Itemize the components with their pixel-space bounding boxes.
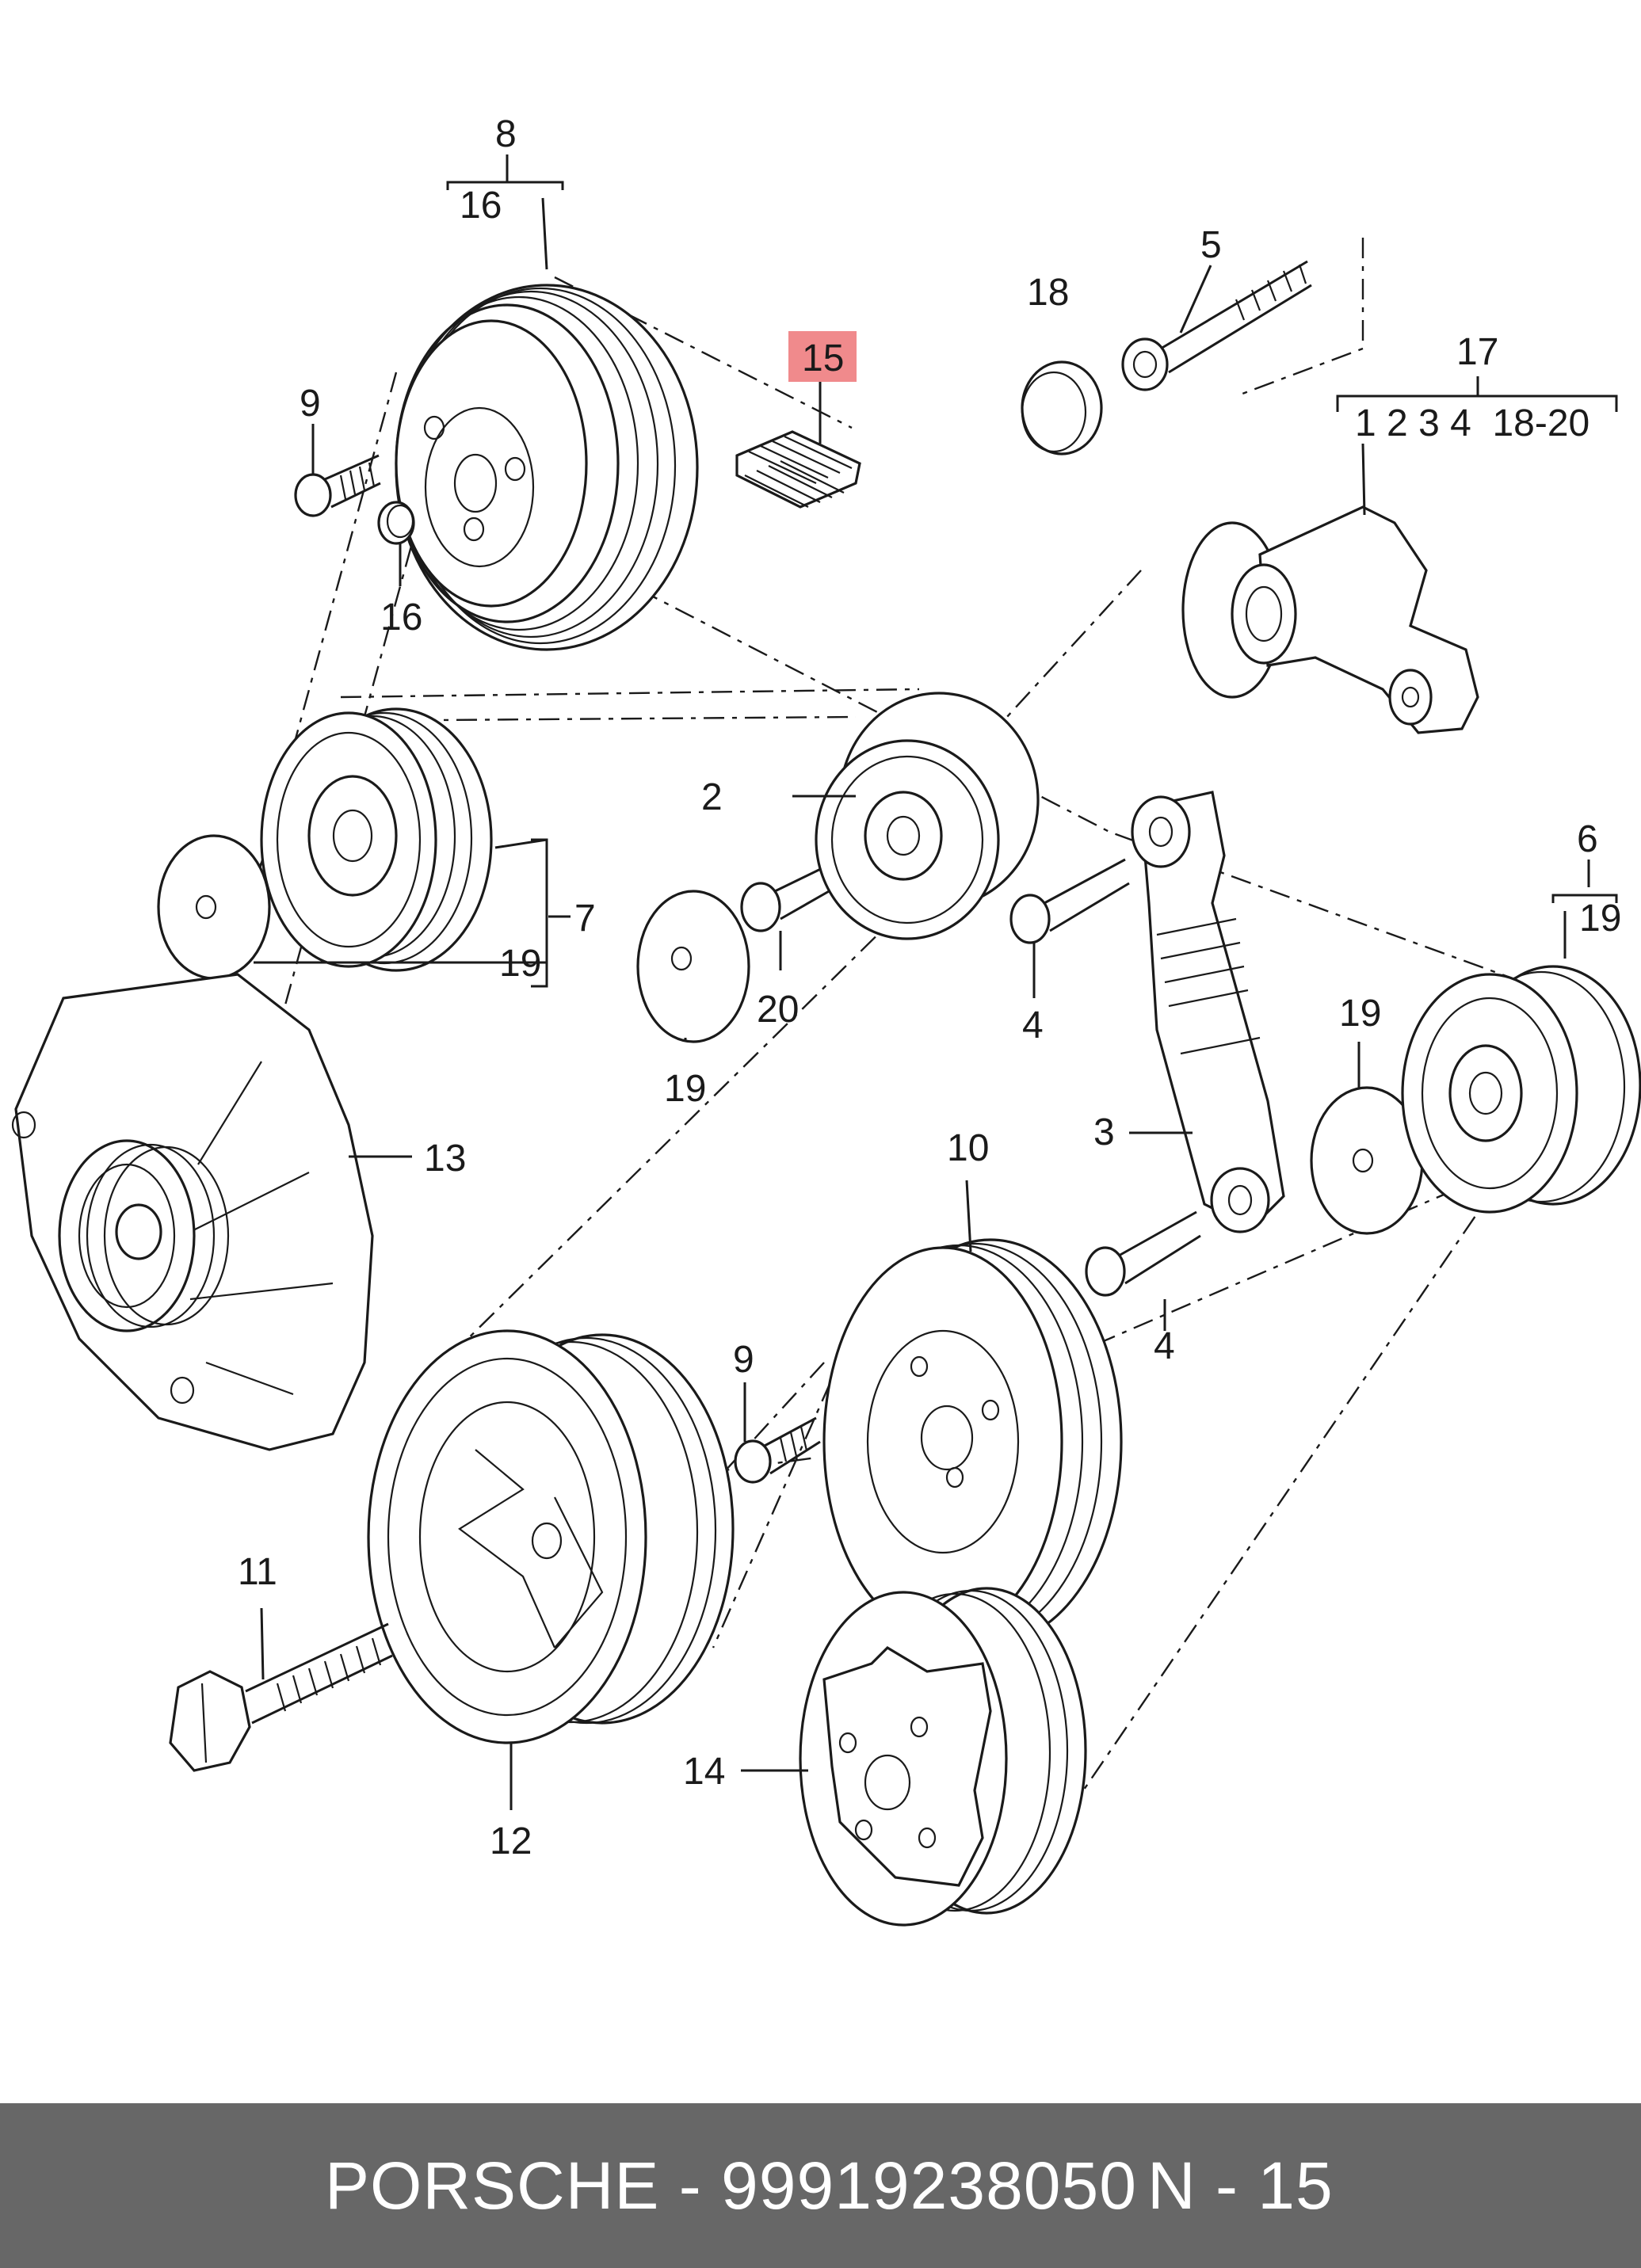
damper-strut-3 [1131,791,1285,1233]
leader-lines [254,154,1618,1810]
callout-1-4-18-20: 1 2 3 4 18-20 [1355,402,1589,444]
callout-3: 3 [1093,1111,1115,1153]
belt-drive-exploded-diagram: 8 16 15 9 16 18 5 17 1 2 3 4 18-20 2 7 1… [11,113,1641,1927]
cover-19-mid [636,890,750,1043]
bolt-5 [1121,260,1312,391]
cap-16 [377,501,415,545]
ac-pulley-14 [799,1587,1087,1927]
callout-2: 2 [701,776,723,818]
pulley-6 [1401,965,1641,1214]
callout-12: 12 [490,1820,532,1862]
callout-14: 14 [683,1751,725,1793]
callout-18: 18 [1027,272,1069,314]
bolt-9-upper [294,454,381,517]
callout-10: 10 [947,1127,989,1169]
callout-19-mid: 19 [664,1068,706,1110]
callout-19-right: 19 [1339,993,1381,1035]
footer-diagram-code: N - 15 [1147,2148,1334,2223]
callout-5: 5 [1200,224,1222,266]
callout-11: 11 [238,1551,277,1593]
bolt-20 [740,862,837,932]
bolt-9-lower [734,1416,821,1484]
callout-17: 17 [1456,331,1498,373]
callout-9-upper: 9 [300,383,321,425]
callout-19-right-top: 19 [1579,898,1621,940]
flange-13 [11,973,374,1451]
idler-pulley-2 [815,692,1040,940]
callout-4-upper: 4 [1022,1004,1044,1046]
callout-7: 7 [574,898,596,940]
callout-15-highlight [788,331,857,382]
tensioner-17 [1181,505,1479,734]
callout-16-lower: 16 [380,597,422,638]
bolt-4-upper [1009,858,1130,944]
callout-4-lower: 4 [1154,1325,1175,1367]
pulley-8 [395,284,699,651]
callout-16-top: 16 [460,185,502,227]
bolt-4-lower [1085,1210,1201,1297]
callout-13: 13 [424,1138,466,1180]
crankshaft-pulley-12 [367,1329,735,1744]
callout-15: 15 [802,337,844,379]
footer-brand-part-number: PORSCHE - 99919238050 [325,2148,1137,2223]
hex-bolt-11 [169,1622,393,1772]
pulley-10 [822,1238,1123,1645]
cap-18 [1021,360,1103,456]
callout-6: 6 [1577,818,1598,860]
callout-9-lower: 9 [733,1339,754,1381]
callout-20: 20 [757,989,799,1031]
callout-19-left: 19 [499,943,541,985]
footer-bar: PORSCHE - 99919238050 N - 15 [0,2103,1641,2268]
callout-8: 8 [495,113,517,155]
idler-pulley-7 [260,707,493,972]
cover-19-left [157,834,271,980]
ribbed-belt-15 [735,430,861,509]
